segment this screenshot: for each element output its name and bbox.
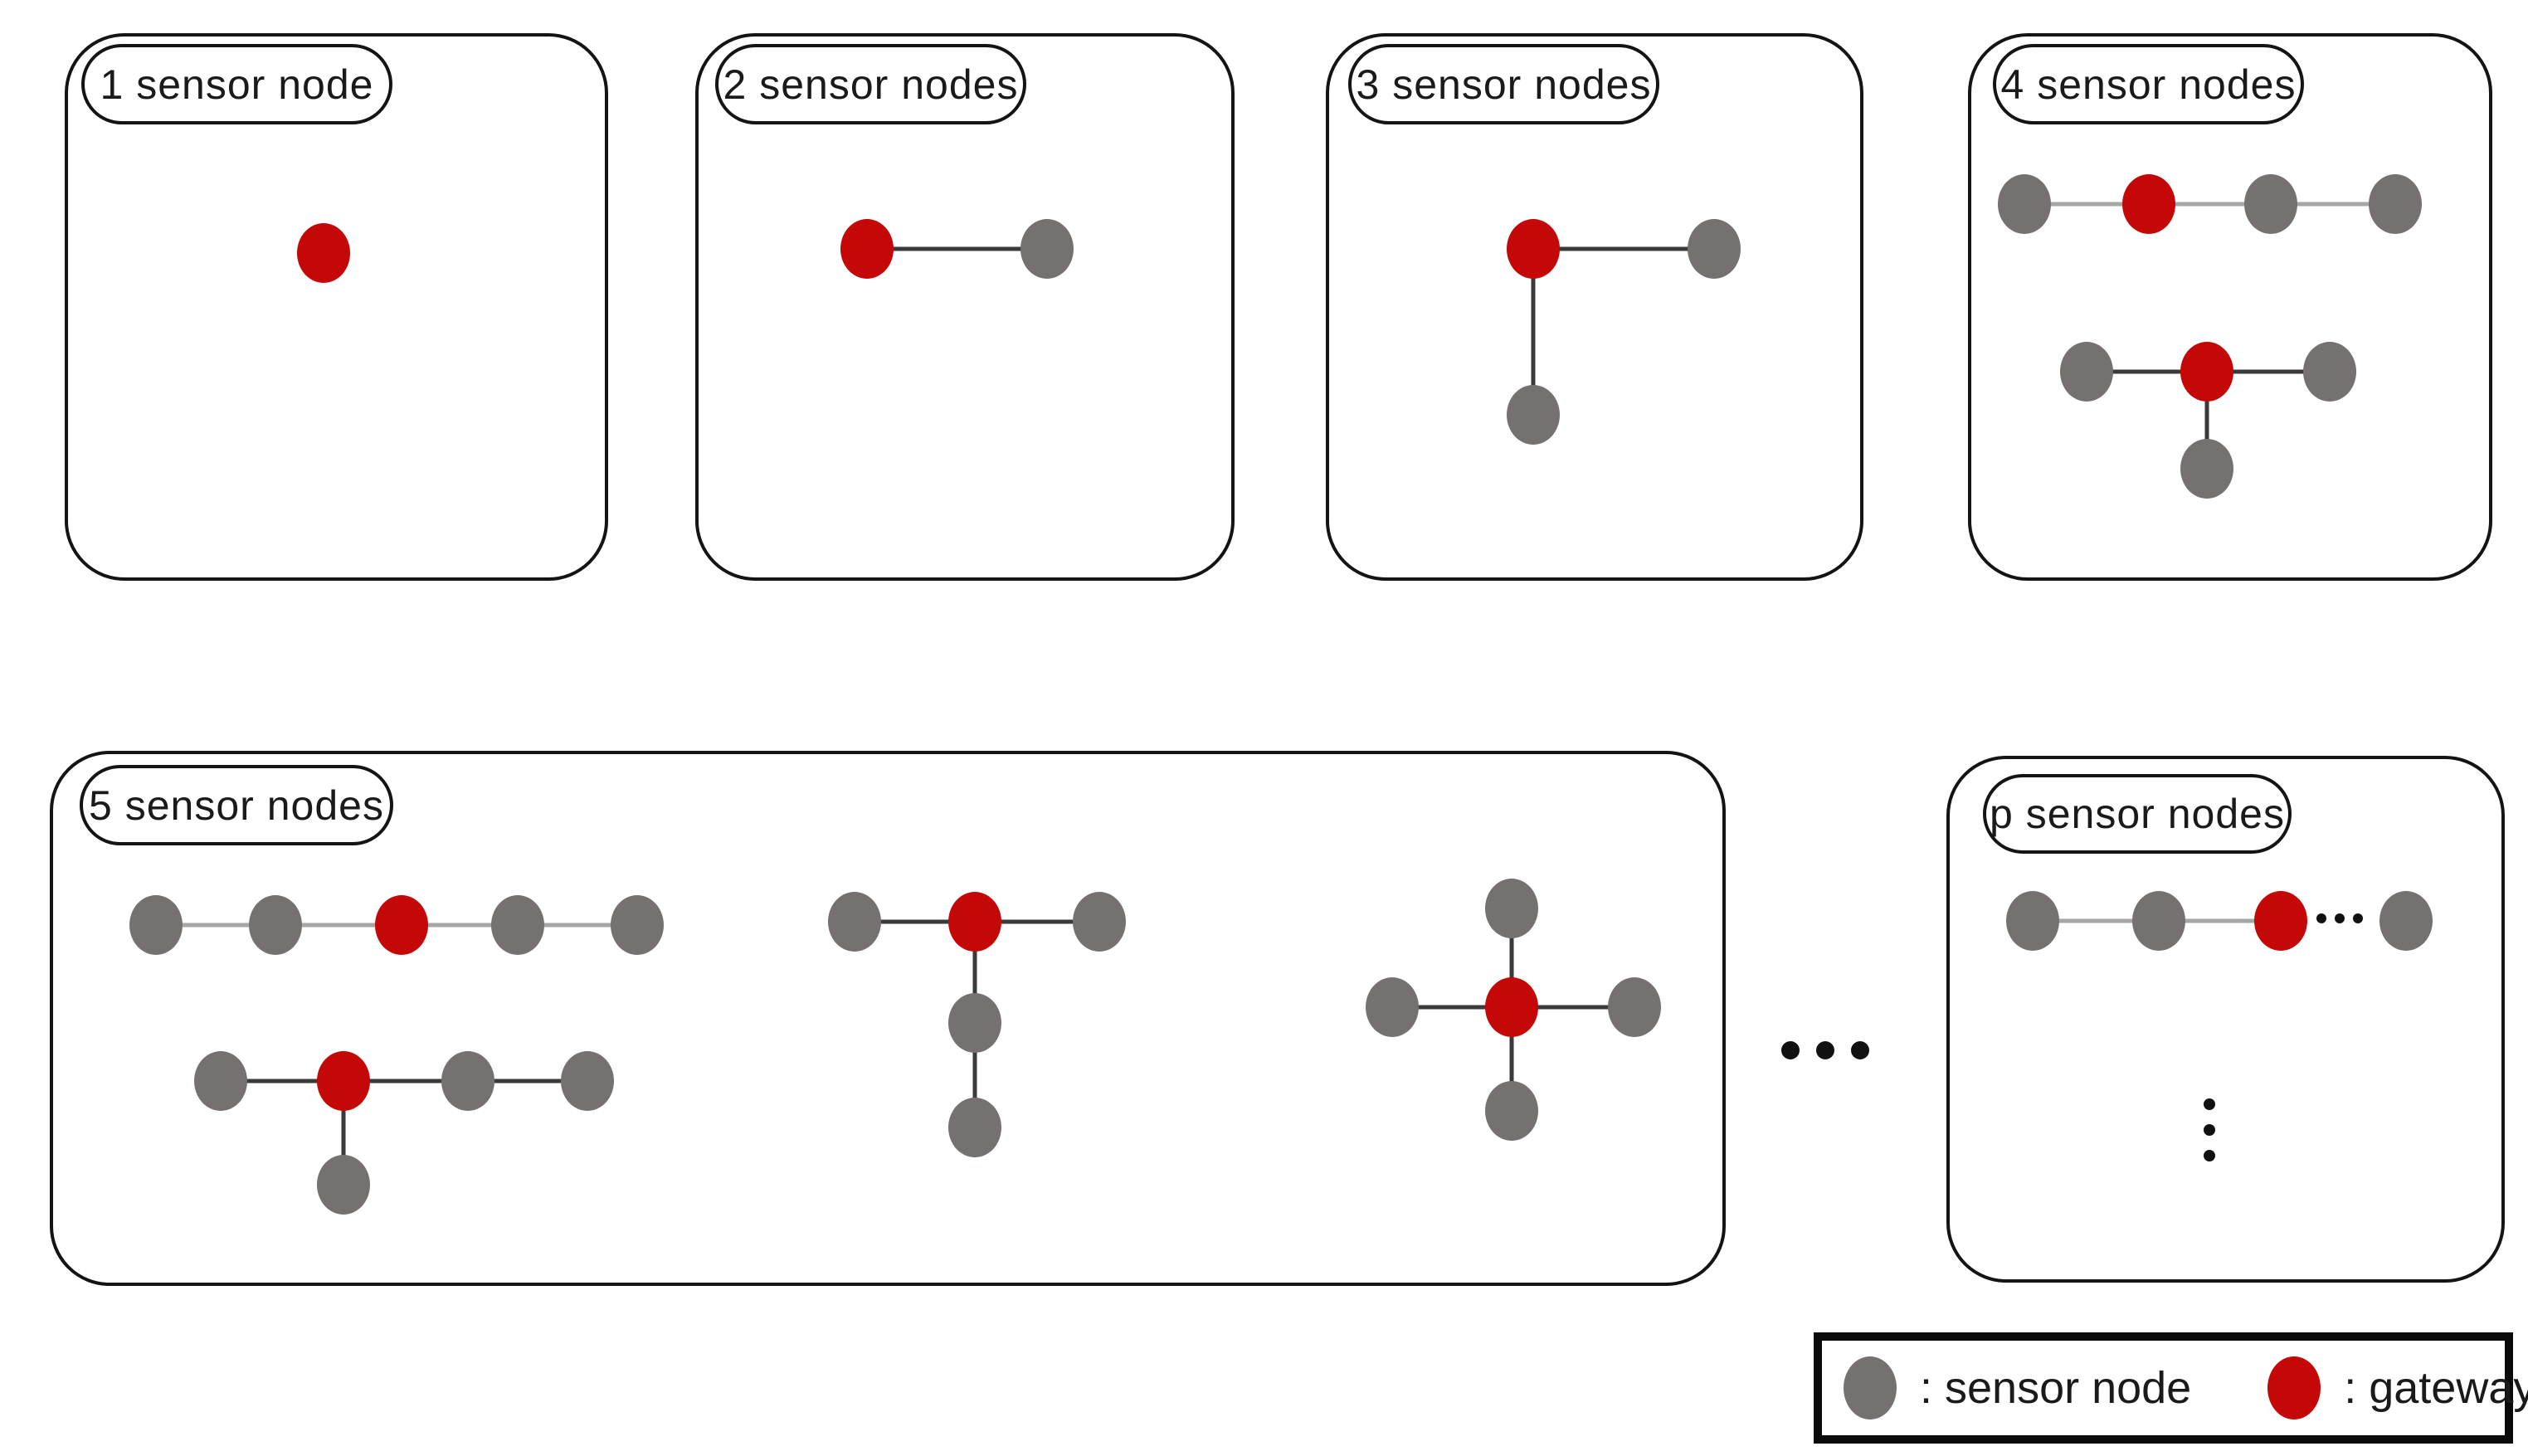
- panel-title-pill: 5 sensor nodes: [80, 765, 393, 845]
- between-panels-ellipsis-dot: [1781, 1041, 1800, 1059]
- panel-title-pill: 4 sensor nodes: [1993, 44, 2304, 124]
- panel-title-pill: 1 sensor node: [81, 44, 392, 124]
- panel-title: 5 sensor nodes: [89, 782, 384, 829]
- panel-title-pill: p sensor nodes: [1983, 774, 2292, 854]
- legend-sensor-label: : sensor node: [1920, 1363, 2192, 1413]
- gateway-marker: [2267, 1356, 2321, 1419]
- panel-4-sensor-nodes: [1968, 33, 2492, 581]
- panel-title-pill: 3 sensor nodes: [1348, 44, 1659, 124]
- between-panels-ellipsis-dot: [1851, 1041, 1869, 1059]
- legend-gateway-label: : gateway: [2344, 1363, 2528, 1413]
- panel-title: 2 sensor nodes: [723, 61, 1019, 108]
- legend: : sensor node : gateway: [1814, 1332, 2528, 1444]
- sensor-node-marker: [1844, 1356, 1897, 1419]
- panel-1-sensor-node: [65, 33, 608, 581]
- panel-3-sensor-nodes: [1326, 33, 1863, 581]
- panel-5-sensor-nodes: [50, 751, 1726, 1286]
- panel-title: p sensor nodes: [1990, 791, 2285, 837]
- panel-p-sensor-nodes: [1946, 756, 2505, 1283]
- panel-title: 4 sensor nodes: [2000, 61, 2297, 108]
- panel-title: 3 sensor nodes: [1356, 61, 1652, 108]
- panel-title-pill: 2 sensor nodes: [715, 44, 1026, 124]
- panel-title: 1 sensor node: [100, 61, 374, 108]
- between-panels-ellipsis-dot: [1816, 1041, 1834, 1059]
- panel-2-sensor-nodes: [695, 33, 1235, 581]
